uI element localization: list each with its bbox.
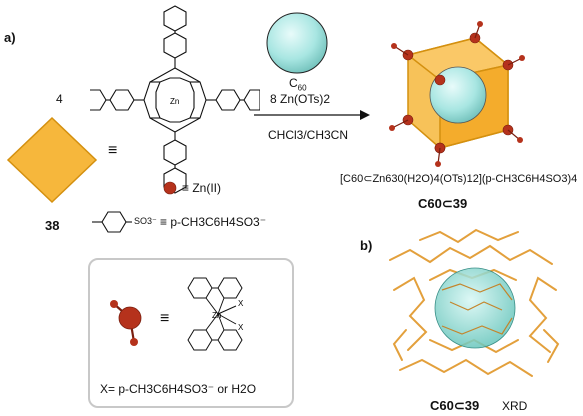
guest-label: C60 [289, 76, 307, 93]
complex-zn-text: Zn [212, 311, 221, 320]
complex-x-bottom: X [238, 323, 244, 332]
panel-b-label: b) [360, 238, 373, 253]
equivalence-symbol: ≡ [108, 142, 118, 159]
zn-bipy-complex: Zn X X [187, 277, 244, 351]
porphyrin-zn-text: Zn [170, 97, 179, 106]
zn-legend-text: ≡ Zn(II) [182, 181, 221, 195]
reaction-arrow [254, 110, 370, 120]
panel-b-method: XRD [502, 399, 528, 413]
product-label: C60⊂39 [418, 196, 468, 211]
tosylate-structure [92, 211, 132, 233]
zn-node-icon [163, 181, 177, 195]
solvent-label: CHCl3/CH3CN [268, 128, 349, 142]
panel-a-label: a) [4, 30, 16, 45]
compound-38-label: 38 [45, 218, 60, 233]
tosylate-so3: SO3⁻ [134, 216, 157, 226]
c60-sphere [266, 12, 328, 74]
node-definition-box [88, 258, 294, 408]
xrd-crystal-structure [389, 228, 560, 377]
node-symbol-icon [110, 300, 142, 346]
porphyrin-structure: Zn [90, 5, 260, 194]
complex-x-top: X [238, 299, 244, 308]
x-definition: X= p-CH3C6H4SO3⁻ or H2O [100, 382, 257, 396]
reagent-label: 8 Zn(OTs)2 [270, 92, 331, 106]
node-equals: ≡ [160, 310, 170, 327]
stoichiometry-four: 4 [56, 92, 63, 106]
panel-b-caption: C60⊂39 [430, 398, 480, 413]
tosylate-definition: ≡ p-CH3C6H4SO3⁻ [160, 215, 267, 229]
product-formula: [C60⊂Zn630(H2O)4(OTs)12](p-CH3C6H4SO3)4 [340, 173, 578, 185]
cube-cage-with-guest [389, 21, 525, 167]
square-building-block [6, 116, 98, 204]
